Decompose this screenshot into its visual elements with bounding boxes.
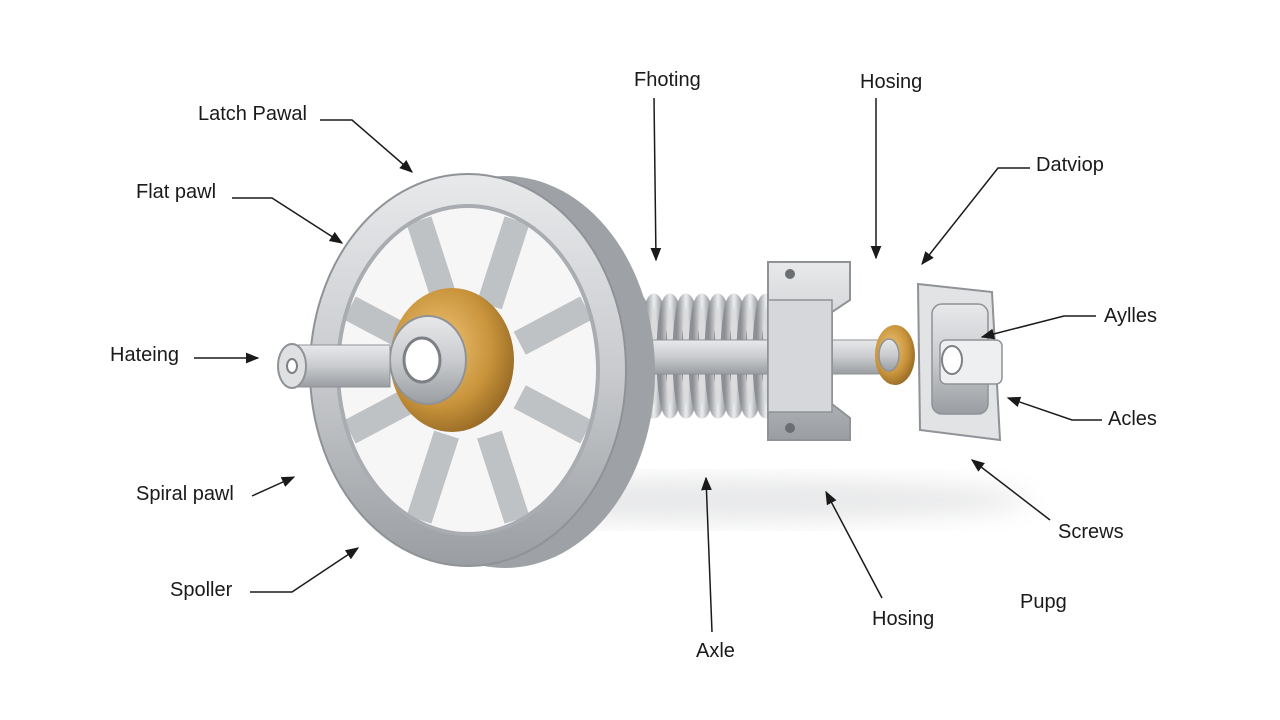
label-pupg: Pupg	[1020, 591, 1067, 613]
label-fhoting: Fhoting	[634, 69, 701, 91]
leader-aylles	[980, 315, 1096, 340]
label-datviop: Datviop	[1036, 154, 1104, 176]
leader-acles	[1006, 396, 1102, 421]
leader-spiral-pawl	[251, 476, 296, 497]
label-axle: Axle	[696, 640, 735, 662]
label-flat-pawl: Flat pawl	[136, 181, 217, 203]
leader-hosing-bottom	[825, 490, 883, 599]
left-pin	[277, 343, 391, 389]
wheel-spoke	[406, 430, 459, 524]
label-acles: Acles	[1108, 408, 1157, 430]
leader-latch-pawal	[320, 119, 414, 173]
label-aylles: Aylles	[1104, 305, 1157, 327]
label-hateing: Hateing	[110, 344, 179, 366]
leader-lines	[194, 97, 1102, 633]
label-screws: Screws	[1058, 521, 1124, 543]
label-spiral-pawl: Spiral pawl	[136, 483, 234, 505]
label-spoller: Spoller	[170, 579, 233, 601]
wheel-spoke	[513, 385, 593, 444]
leader-spoller	[250, 547, 360, 593]
end-plate	[916, 282, 1003, 442]
leader-flat-pawl	[232, 197, 344, 244]
leader-axle	[701, 476, 713, 633]
label-latch-pawal: Latch Pawal	[198, 103, 307, 125]
leader-screws	[970, 459, 1051, 521]
ratchet-wheel	[309, 173, 655, 568]
wheel-spoke	[513, 296, 593, 355]
hub-bore	[402, 336, 442, 384]
wheel-spoke	[477, 216, 530, 310]
leader-fhoting	[650, 97, 662, 262]
label-hosing-top: Hosing	[860, 71, 923, 93]
leader-datviop	[921, 167, 1030, 266]
label-hosing-bottom: Hosing	[872, 608, 935, 630]
bushing-core	[878, 338, 900, 372]
housing-bracket	[767, 261, 851, 441]
wheel-spoke	[477, 430, 530, 524]
